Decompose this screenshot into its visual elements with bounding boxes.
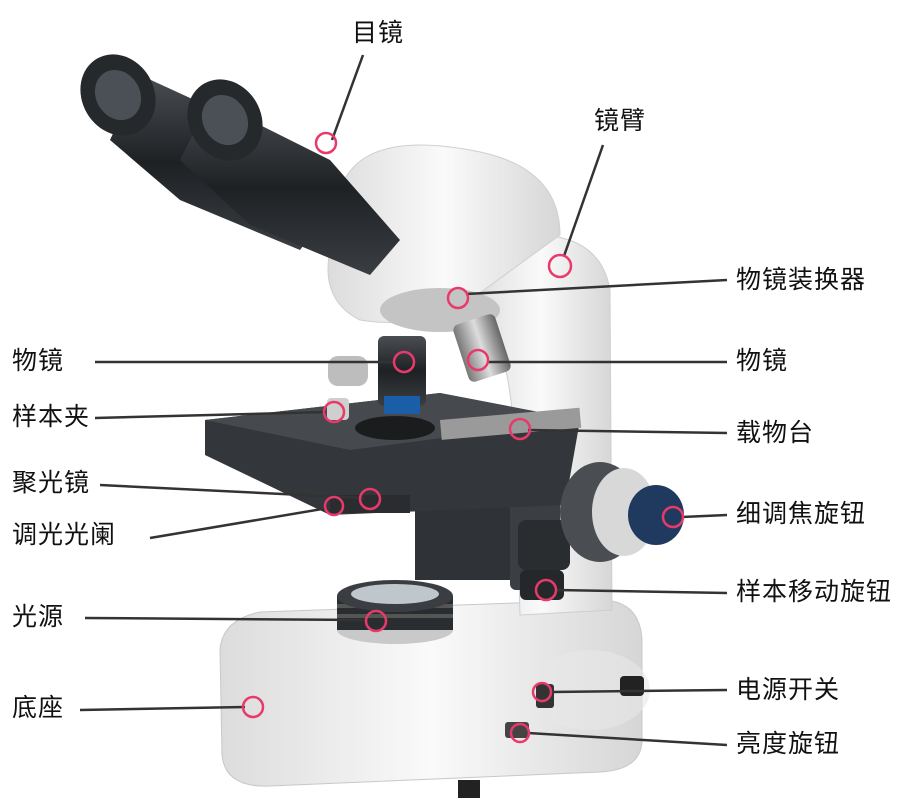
marker-base	[241, 695, 265, 719]
marker-fine-focus	[661, 505, 685, 529]
base-shape	[219, 599, 650, 798]
label-fine-focus: 细调焦旋钮	[736, 499, 867, 528]
focus-block-shape	[415, 470, 570, 600]
fine-focus-knob-shape	[560, 462, 684, 562]
label-arm: 镜臂	[594, 106, 647, 135]
marker-objective-left	[392, 350, 416, 374]
marker-brightness	[509, 722, 531, 744]
marker-stage	[508, 417, 532, 441]
marker-power	[531, 681, 553, 703]
marker-arm	[547, 253, 573, 279]
marker-diaphragm	[323, 495, 345, 517]
label-stage: 载物台	[736, 418, 815, 447]
label-stage-knob: 样本移动旋钮	[736, 577, 893, 606]
eyepieces-shape	[80, 54, 400, 275]
label-brightness: 亮度旋钮	[736, 729, 841, 758]
light-source-shape	[337, 580, 453, 644]
label-power: 电源开关	[736, 675, 841, 704]
label-condenser: 聚光镜	[12, 468, 91, 497]
label-eyepiece: 目镜	[352, 18, 405, 47]
label-diaphragm: 调光光阑	[12, 520, 117, 549]
marker-eyepiece	[314, 131, 338, 155]
marker-clip	[322, 400, 346, 424]
leader-lines	[79, 54, 728, 747]
label-objective-left: 物镜	[12, 346, 65, 375]
label-light: 光源	[12, 602, 65, 631]
stage-shape	[205, 393, 582, 515]
label-objective-right: 物镜	[736, 346, 789, 375]
label-nosepiece: 物镜装换器	[736, 265, 867, 294]
marker-stage-knob	[534, 578, 558, 602]
marker-condenser	[358, 487, 382, 511]
objectives-shape	[327, 288, 511, 420]
marker-objective-right	[466, 348, 490, 372]
label-base: 底座	[12, 693, 65, 722]
marker-light	[364, 609, 388, 633]
specimen-clip	[327, 398, 349, 420]
marker-nosepiece	[446, 286, 470, 310]
label-clip: 样本夹	[12, 402, 91, 431]
